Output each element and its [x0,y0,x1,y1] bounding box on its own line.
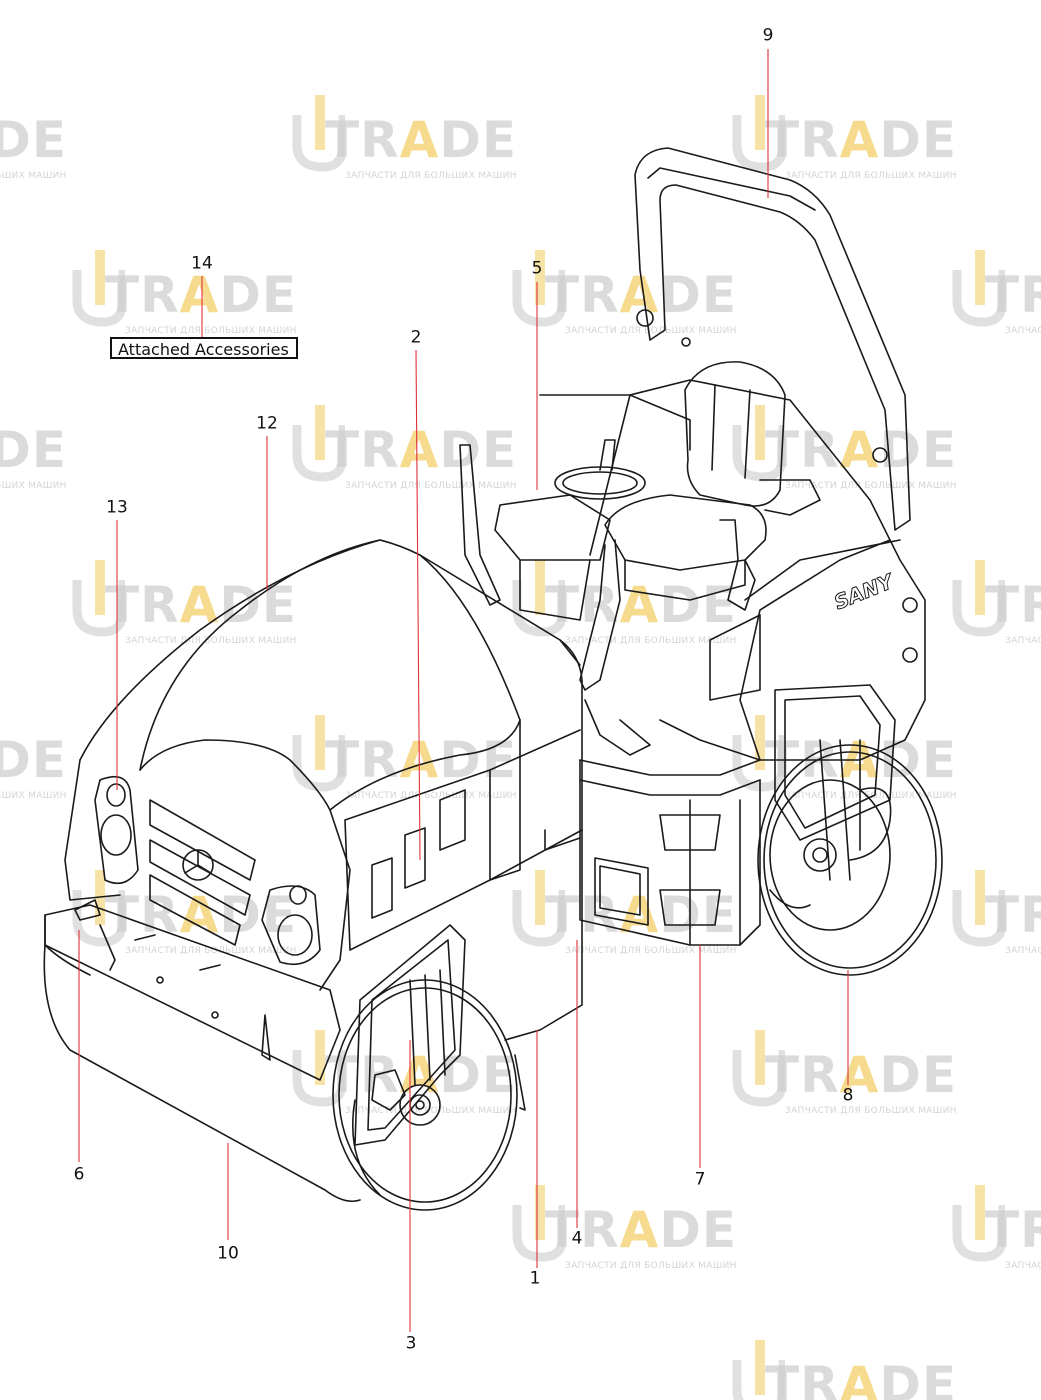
operator-seat [604,361,821,611]
callout-8: 8 [842,1085,854,1106]
rear-drum [757,684,943,976]
callout-2: 2 [410,327,422,348]
callout-7: 7 [694,1169,706,1190]
mid-frame [579,699,761,946]
attached-accessories-box [110,337,298,359]
front-drum [43,924,526,1211]
callout-9: 9 [762,25,774,46]
rops-frame [634,147,911,531]
callout-14: 14 [191,253,213,274]
callout-13: 13 [106,497,128,518]
callout-5: 5 [531,258,543,279]
rear-body: SANY [589,379,926,761]
callout-12: 12 [256,413,278,434]
callout-10: 10 [217,1243,239,1264]
sany-logo: SANY [831,568,899,614]
front-hood [64,539,583,1041]
callout-1: 1 [529,1268,541,1289]
leader-lines [78,49,849,1332]
callout-3: 3 [405,1333,417,1354]
front-bumper [44,899,341,1081]
leader-2 [415,349,421,861]
attached-accessories-label: Attached Accessories [118,340,289,359]
steering-console [459,394,691,691]
callout-4: 4 [571,1228,583,1249]
callout-6: 6 [73,1164,85,1185]
